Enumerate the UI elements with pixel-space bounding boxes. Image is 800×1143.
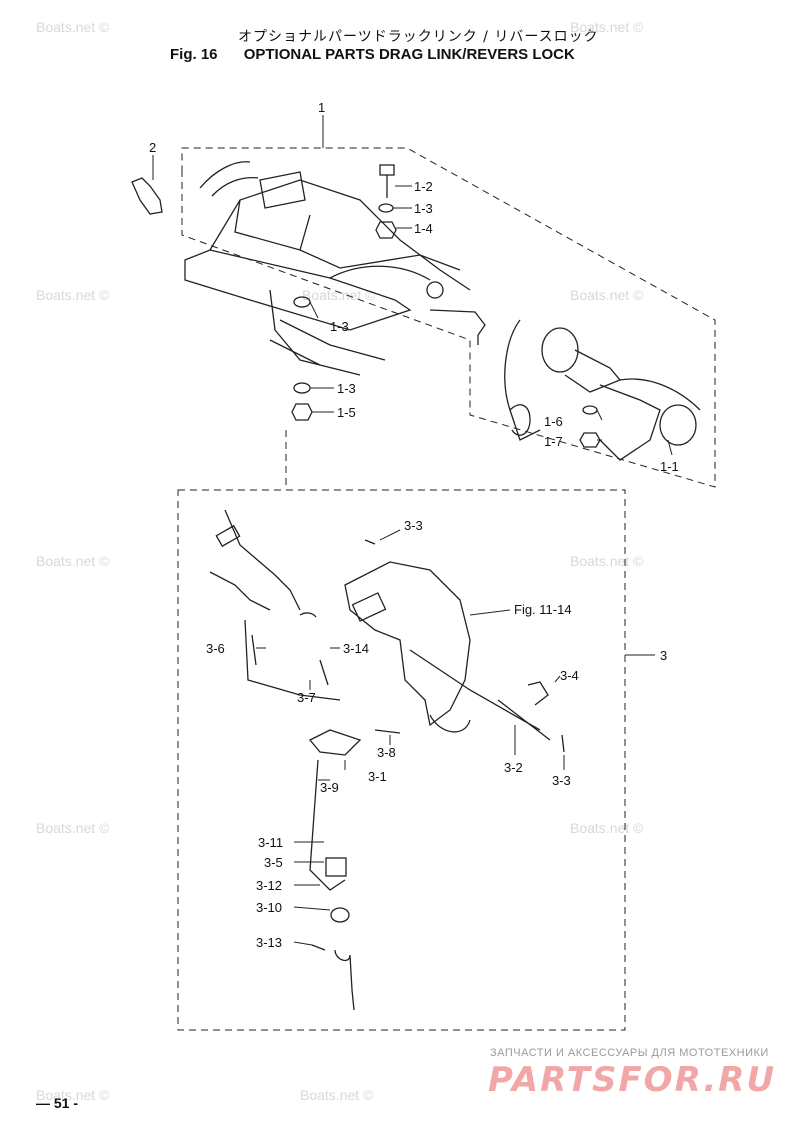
watermark: Boats.net © (300, 1087, 374, 1103)
callout-3-13: 3-13 (256, 935, 282, 950)
leader-lines (152, 115, 673, 946)
watermark: Boats.net © (302, 287, 376, 303)
watermark: Boats.net © (570, 287, 644, 303)
callout-3-1: 3-1 (368, 769, 387, 784)
callout-3-10: 3-10 (256, 900, 282, 915)
watermark: Boats.net © (36, 19, 110, 35)
callout-3-12: 3-12 (256, 878, 282, 893)
callout-3-2: 3-2 (504, 760, 523, 775)
watermark: Boats.net © (36, 553, 110, 569)
watermark: Boats.net © (570, 19, 644, 35)
callout-3-3: 3-3 (552, 773, 571, 788)
callout-1-3: 1-3 (414, 201, 433, 216)
footer-tagline: ЗАПЧАСТИ И АКСЕССУАРЫ ДЛЯ МОТОТЕХНИКИ (490, 1047, 769, 1059)
watermark: Boats.net © (36, 1087, 110, 1103)
callout-1-1: 1-1 (660, 459, 679, 474)
callout-3-6: 3-6 (206, 641, 225, 656)
callout-1-6: 1-6 (544, 414, 563, 429)
figure-number: Fig. 16 (170, 46, 218, 63)
fastener-stack-upper (131, 164, 601, 448)
watermark: Boats.net © (36, 287, 110, 303)
figure-caption: OPTIONAL PARTS DRAG LINK/REVERS LOCK (243, 46, 575, 63)
part-callouts: 1 2 1-2 1-3 1-4 1-3 1-3 1-5 1-6 1-7 1-1 … (149, 100, 679, 950)
callout-3-4: 3-4 (560, 668, 579, 683)
page-number: — 51 - (36, 1095, 79, 1111)
watermark-layer: Boats.net © Boats.net © Boats.net © Boat… (36, 19, 644, 1103)
callout-3-5: 3-5 (264, 855, 283, 870)
callout-1-2: 1-2 (414, 179, 433, 194)
watermark: Boats.net © (570, 820, 644, 836)
engine-bracket-drawing (184, 161, 486, 376)
watermark: Boats.net © (36, 820, 110, 836)
callout-1-3: 1-3 (330, 319, 349, 334)
callout-3-14: 3-14 (343, 641, 369, 656)
brand-logo: PARTSFOR.RU (488, 1060, 777, 1100)
callout-3-7: 3-7 (297, 690, 316, 705)
callout-3: 3 (660, 648, 667, 663)
title-japanese: オプショナルパーツドラックリンク / リバースロック (238, 29, 599, 45)
callout-1-3: 1-3 (337, 381, 356, 396)
callout-1-4: 1-4 (414, 221, 433, 236)
figure-reference-label: Fig. 11-14 (514, 602, 572, 617)
callout-1-7: 1-7 (544, 434, 563, 449)
reverse-lock-group-outline (177, 489, 626, 1031)
callout-1-5: 1-5 (337, 405, 356, 420)
reverse-lock-assembly-drawing (209, 509, 565, 1011)
callout-3-3: 3-3 (404, 518, 423, 533)
steering-arm-drawing (504, 319, 701, 461)
drag-link-group-outline (181, 147, 716, 490)
callout-3-8: 3-8 (377, 745, 396, 760)
watermark: Boats.net © (570, 553, 644, 569)
figure-title: Fig. 16 OPTIONAL PARTS DRAG LINK/REVERS … (170, 46, 575, 63)
callout-2: 2 (149, 140, 156, 155)
callout-1: 1 (318, 100, 325, 115)
callout-3-11: 3-11 (258, 835, 283, 850)
callout-3-9: 3-9 (320, 780, 339, 795)
